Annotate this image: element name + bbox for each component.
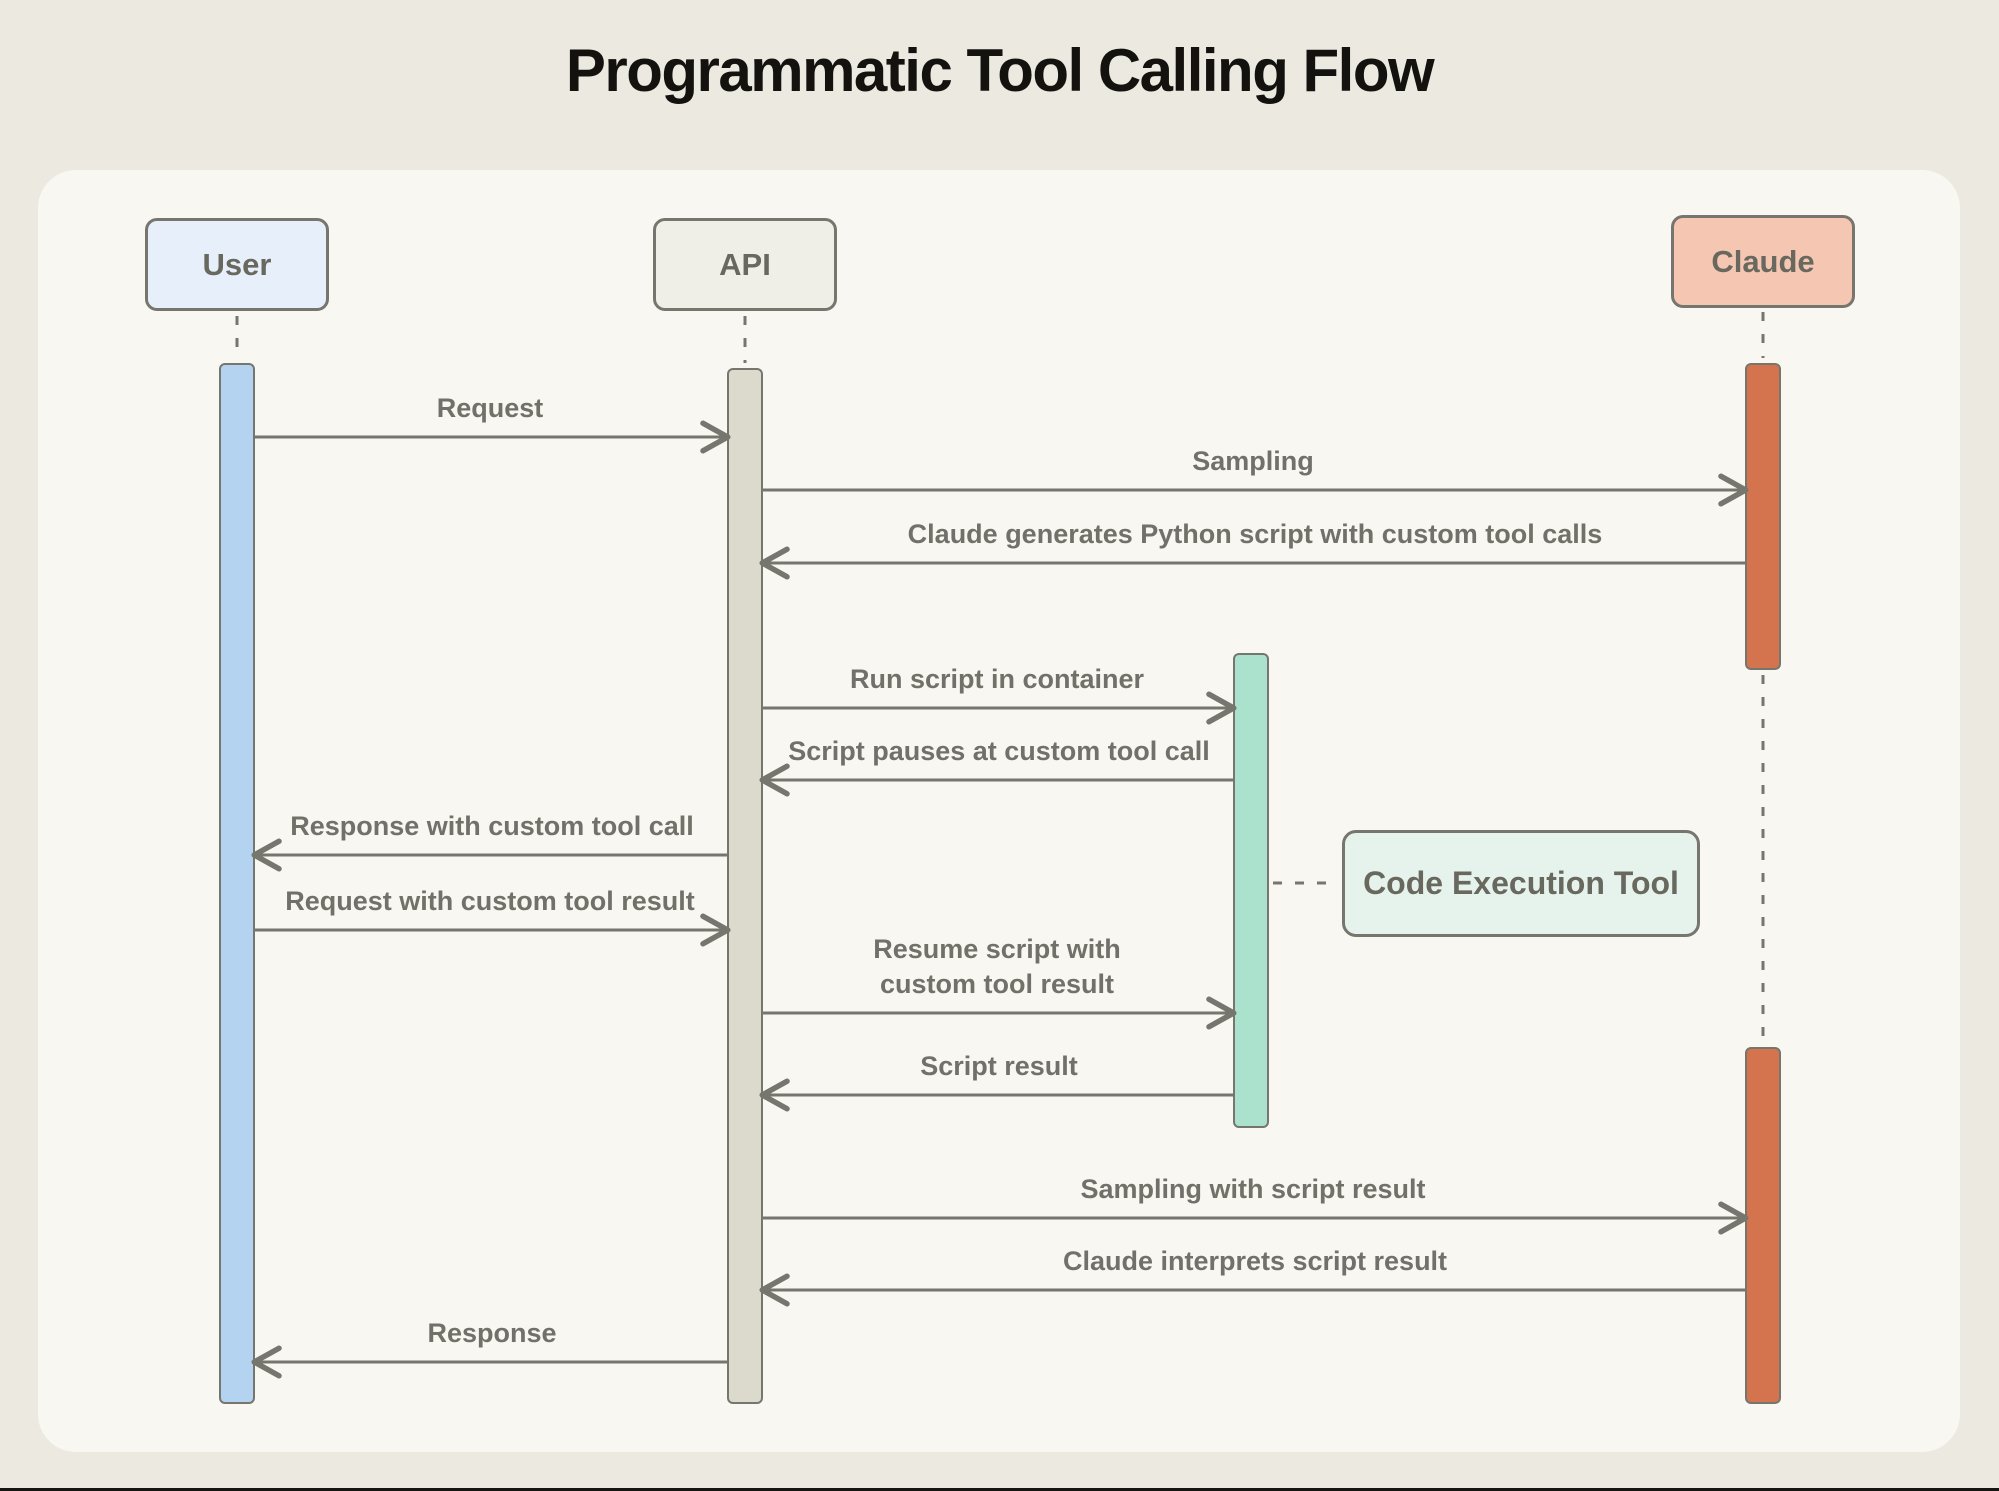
activation-bar-claude-1	[1745, 363, 1781, 670]
actor-box-user: User	[145, 218, 329, 311]
code-execution-tool-label: Code Execution Tool	[1363, 865, 1679, 901]
activation-bar-user	[219, 363, 255, 1404]
actor-label-user: User	[202, 246, 272, 282]
actor-label-api: API	[719, 246, 771, 282]
diagram-panel	[38, 170, 1960, 1452]
activation-bar-code-execution	[1233, 653, 1269, 1128]
diagram-title: Programmatic Tool Calling Flow	[565, 37, 1435, 104]
activation-bar-api	[727, 368, 763, 1404]
activation-bar-claude-2	[1745, 1047, 1781, 1404]
actor-label-claude: Claude	[1711, 243, 1815, 279]
code-execution-tool-box: Code Execution Tool	[1342, 830, 1700, 937]
screenshot-bottom-edge	[0, 1488, 1999, 1491]
actor-box-claude: Claude	[1671, 215, 1855, 308]
actor-box-api: API	[653, 218, 837, 311]
